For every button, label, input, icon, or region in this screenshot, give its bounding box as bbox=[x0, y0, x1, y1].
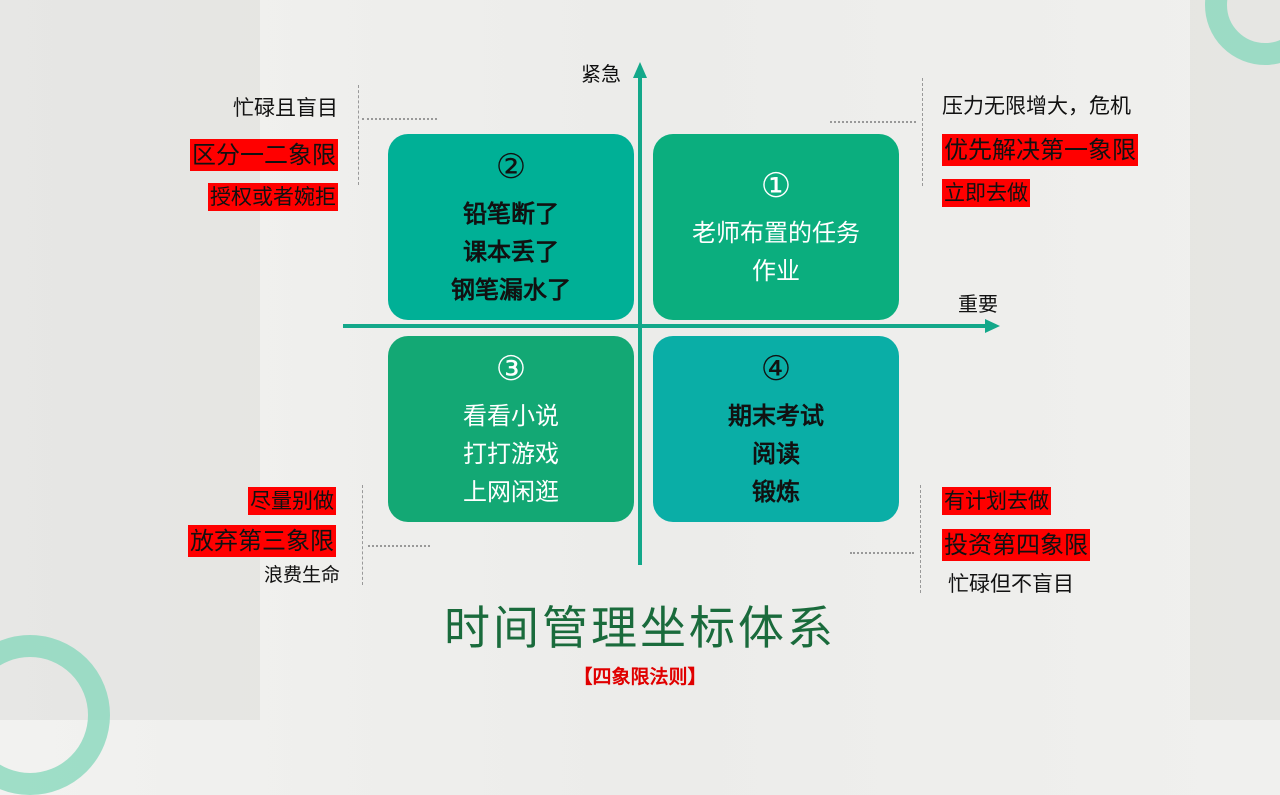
x-axis-label: 重要 bbox=[958, 292, 998, 316]
quadrant-item: 期末考试 bbox=[728, 402, 824, 430]
connector bbox=[368, 545, 430, 547]
page-title: 时间管理坐标体系 bbox=[444, 601, 836, 655]
quadrant-number: ① bbox=[760, 166, 792, 206]
connector bbox=[362, 118, 437, 120]
quadrant-item: 课本丢了 bbox=[463, 238, 559, 266]
note-q4-2: 投资第四象限 bbox=[942, 529, 1090, 561]
connector bbox=[850, 552, 914, 554]
note-q3-2: 放弃第三象限 bbox=[188, 525, 336, 557]
note-q4-1: 有计划去做 bbox=[942, 487, 1051, 515]
divider bbox=[358, 85, 359, 185]
note-q3-3: 浪费生命 bbox=[263, 564, 340, 586]
y-axis-label: 紧急 bbox=[581, 62, 621, 86]
divider bbox=[920, 485, 921, 593]
note-q1-3: 立即去做 bbox=[942, 179, 1030, 207]
quadrant-item: 阅读 bbox=[752, 440, 800, 468]
quadrant-number: ③ bbox=[495, 349, 527, 389]
note-q1-2: 优先解决第一象限 bbox=[942, 134, 1138, 166]
divider bbox=[362, 485, 363, 585]
connector bbox=[830, 121, 916, 123]
note-q3-1: 尽量别做 bbox=[248, 487, 336, 515]
quadrant-item: 钢笔漏水了 bbox=[451, 276, 571, 304]
quadrant-item: 作业 bbox=[752, 257, 800, 285]
note-q2-3: 授权或者婉拒 bbox=[208, 183, 338, 211]
quadrant-item: 老师布置的任务 bbox=[692, 219, 860, 247]
quadrant-4: ④ 期末考试 阅读 锻炼 bbox=[653, 336, 899, 522]
quadrant-3: ③ 看看小说 打打游戏 上网闲逛 bbox=[388, 336, 634, 522]
quadrant-item: 看看小说 bbox=[463, 402, 559, 430]
background-shelf bbox=[0, 0, 260, 720]
note-q2-1: 忙碌且盲目 bbox=[233, 96, 338, 120]
note-q2-2: 区分一二象限 bbox=[190, 139, 338, 171]
quadrant-number: ④ bbox=[760, 349, 792, 389]
quadrant-number: ② bbox=[495, 147, 527, 187]
quadrant-item: 打打游戏 bbox=[463, 440, 559, 468]
note-q1-1: 压力无限增大，危机 bbox=[942, 94, 1131, 118]
quadrant-item: 上网闲逛 bbox=[463, 478, 559, 506]
axes bbox=[343, 62, 1000, 565]
page-subtitle: 【四象限法则】 bbox=[573, 666, 707, 688]
note-q4-3: 忙碌但不盲目 bbox=[948, 572, 1074, 596]
quadrant-1: ① 老师布置的任务 作业 bbox=[653, 134, 899, 320]
quadrant-item: 铅笔断了 bbox=[463, 200, 559, 228]
background-shelf bbox=[1190, 0, 1280, 720]
quadrant-2: ② 铅笔断了 课本丢了 钢笔漏水了 bbox=[388, 134, 634, 320]
quadrant-item: 锻炼 bbox=[752, 478, 800, 506]
divider bbox=[922, 78, 923, 186]
